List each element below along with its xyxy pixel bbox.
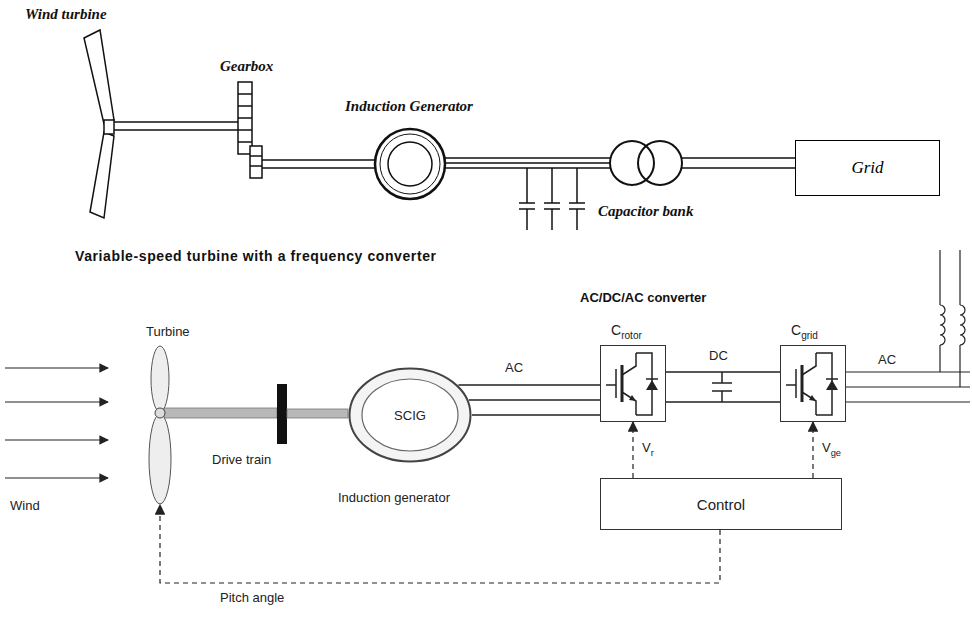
wind-arrows bbox=[5, 368, 108, 478]
part-label: Induction generator bbox=[338, 490, 450, 505]
signal-label: Vr bbox=[640, 440, 656, 458]
node-text: Control bbox=[697, 496, 745, 513]
converter-box: Cgrid bbox=[780, 345, 846, 422]
signal-label: Vge bbox=[820, 440, 843, 458]
group-label: AC/DC/AC converter bbox=[580, 290, 706, 305]
drive-train bbox=[164, 384, 348, 444]
section-title: Variable-speed turbine with a frequency … bbox=[75, 248, 437, 264]
node-text: Grid bbox=[851, 158, 883, 178]
turbine-rotor: Turbine bbox=[130, 345, 190, 505]
node-text: SCIG bbox=[394, 408, 426, 423]
signal-label: AC bbox=[503, 360, 525, 375]
power-line bbox=[458, 385, 600, 415]
node-text: Cgrid bbox=[791, 322, 818, 341]
gearbox-symbol bbox=[238, 82, 262, 178]
induction-generator-symbol bbox=[375, 129, 445, 199]
signal-label: DC bbox=[707, 348, 730, 363]
part-label: Gearbox bbox=[220, 58, 273, 75]
generator-circle: SCIG bbox=[348, 367, 472, 463]
part-label: Wind bbox=[10, 498, 40, 513]
feeder-wires bbox=[445, 158, 795, 168]
capacitor-symbols bbox=[519, 168, 585, 230]
converter-box: Crotor bbox=[600, 345, 666, 422]
transformer-symbol bbox=[610, 141, 682, 185]
signal-label: AC bbox=[878, 352, 896, 367]
grid-side-wires bbox=[846, 250, 970, 402]
node-text: Turbine bbox=[146, 324, 190, 339]
part-label: Wind turbine bbox=[25, 6, 107, 23]
signal-label: Pitch angle bbox=[218, 590, 286, 605]
node-text: Crotor bbox=[611, 322, 642, 341]
subscript: ge bbox=[831, 448, 841, 458]
subscript: rotor bbox=[621, 330, 642, 341]
part-label: Capacitor bank bbox=[598, 203, 693, 220]
subscript: grid bbox=[801, 330, 818, 341]
control-box: Control bbox=[600, 478, 842, 530]
turbine-blade-shape bbox=[130, 345, 190, 505]
part-label: Induction Generator bbox=[345, 98, 473, 115]
grid-box: Grid bbox=[795, 140, 940, 196]
control-signal bbox=[812, 422, 813, 478]
control-signal bbox=[632, 422, 633, 478]
turbine-blades bbox=[84, 30, 114, 218]
power-line bbox=[666, 372, 780, 402]
dc-link-capacitor bbox=[712, 372, 732, 402]
subscript: r bbox=[651, 448, 654, 458]
part-label: Drive train bbox=[212, 452, 271, 467]
